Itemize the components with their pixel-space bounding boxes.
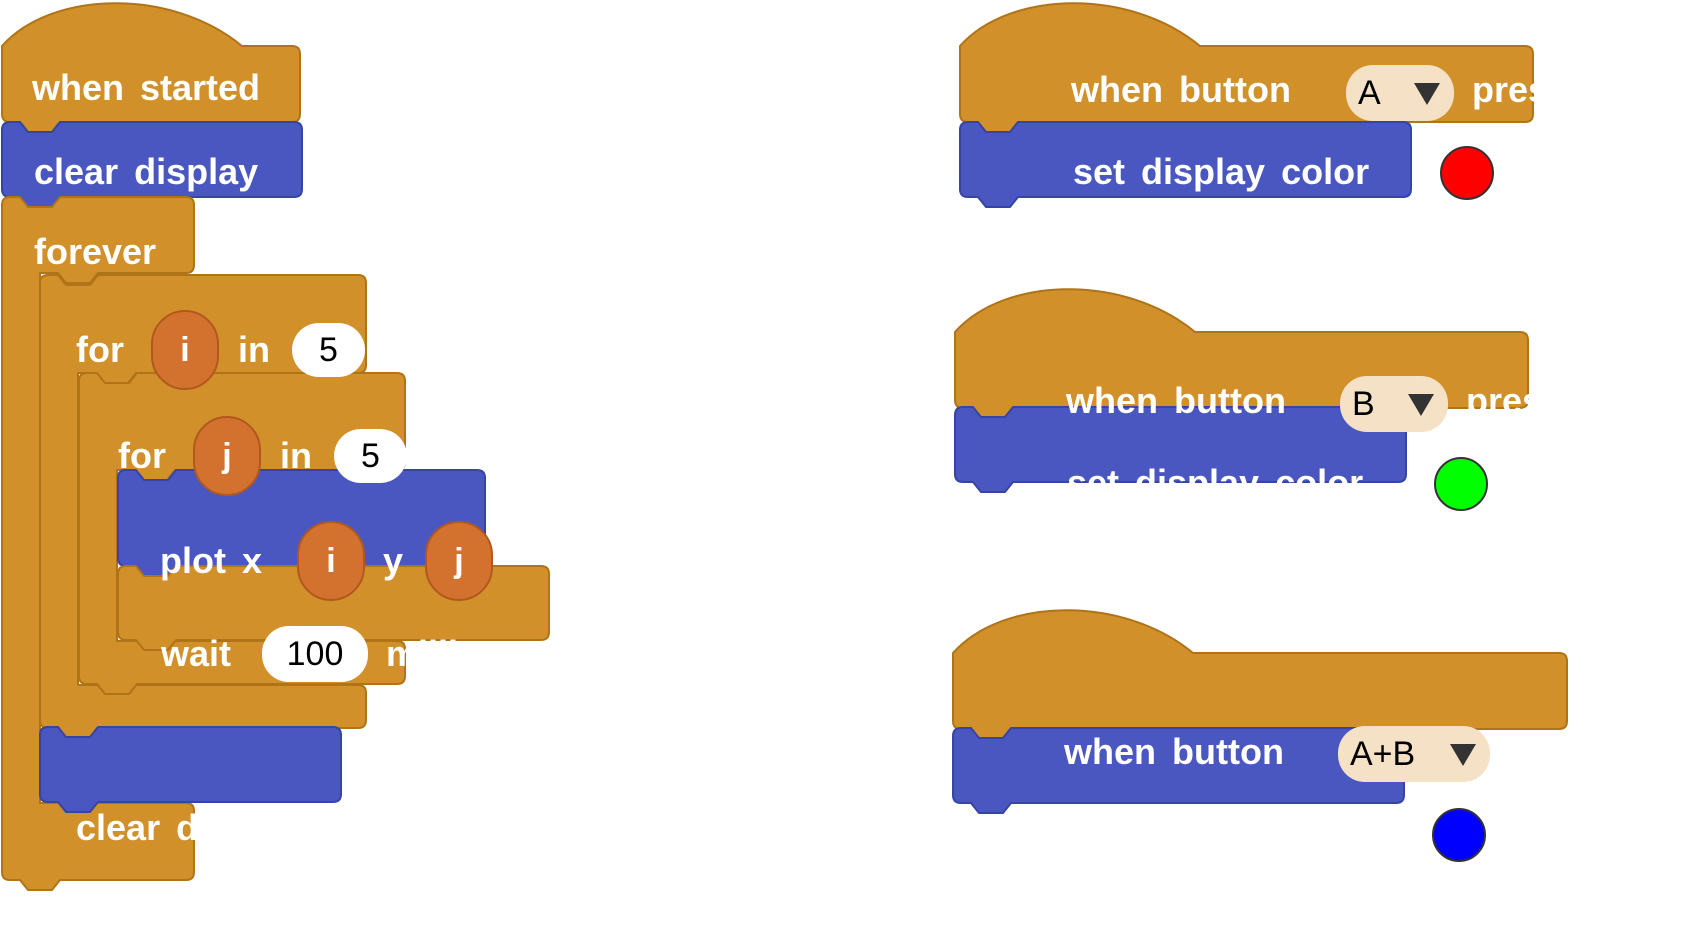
set-display-color-label-b: set display color [1067,462,1364,503]
inner-loop-count-input[interactable]: 5 [334,429,407,483]
dropdown-arrow-icon [1450,744,1476,766]
button-dropdown-ab[interactable]: A+B [1338,726,1490,782]
inner-for-block[interactable] [78,372,406,695]
pressed-label-ab: pressed [1508,731,1647,772]
inner-loop-variable-j[interactable]: j [193,416,261,496]
inner-in-label: in [280,435,312,476]
when-button-a-block[interactable] [959,2,1534,133]
forever-label: forever [34,231,157,272]
plot-x-variable-i[interactable]: i [297,521,365,601]
plot-y-label: y [383,540,404,581]
dropdown-arrow-icon [1414,83,1440,105]
when-button-label-ab: when button [1064,731,1284,772]
clear-display-label-2: clear display [76,807,301,848]
set-display-color-label-ab: set display color [1065,813,1362,854]
button-dropdown-ab-value: A+B [1350,734,1416,773]
set-display-color-a-block[interactable] [959,121,1412,208]
plot-x-label: plot x [160,540,262,581]
when-button-label-a: when button [1071,69,1291,110]
when-started-label: when started [32,67,261,108]
button-dropdown-b-value: B [1352,384,1375,423]
when-button-label-b: when button [1066,380,1286,421]
dropdown-arrow-icon [1408,394,1434,416]
button-dropdown-a[interactable]: A [1346,65,1454,121]
forever-block[interactable] [1,196,195,891]
wait-duration-input[interactable]: 100 [262,626,368,682]
color-swatch-green[interactable] [1434,457,1488,511]
clear-display-label: clear display [34,151,259,192]
clear-display-block[interactable] [1,121,303,208]
button-dropdown-a-value: A [1358,73,1381,112]
color-swatch-red[interactable] [1440,146,1494,200]
outer-in-label: in [238,329,270,370]
wait-label: wait [161,633,232,674]
pressed-label-b: pressed [1466,380,1605,421]
outer-for-label: for [76,329,124,370]
outer-loop-variable-i[interactable]: i [151,310,219,390]
outer-loop-count-input[interactable]: 5 [292,323,365,377]
button-dropdown-b[interactable]: B [1340,376,1448,432]
inner-for-label: for [118,435,166,476]
color-swatch-blue[interactable] [1432,808,1486,862]
clear-display-block-2[interactable] [39,726,342,813]
pressed-label-a: pressed [1472,69,1611,110]
set-display-color-label-a: set display color [1073,151,1370,192]
millisecs-label: millisecs [386,633,539,674]
plot-y-variable-j[interactable]: j [425,521,493,601]
when-button-ab-block[interactable] [952,609,1568,740]
